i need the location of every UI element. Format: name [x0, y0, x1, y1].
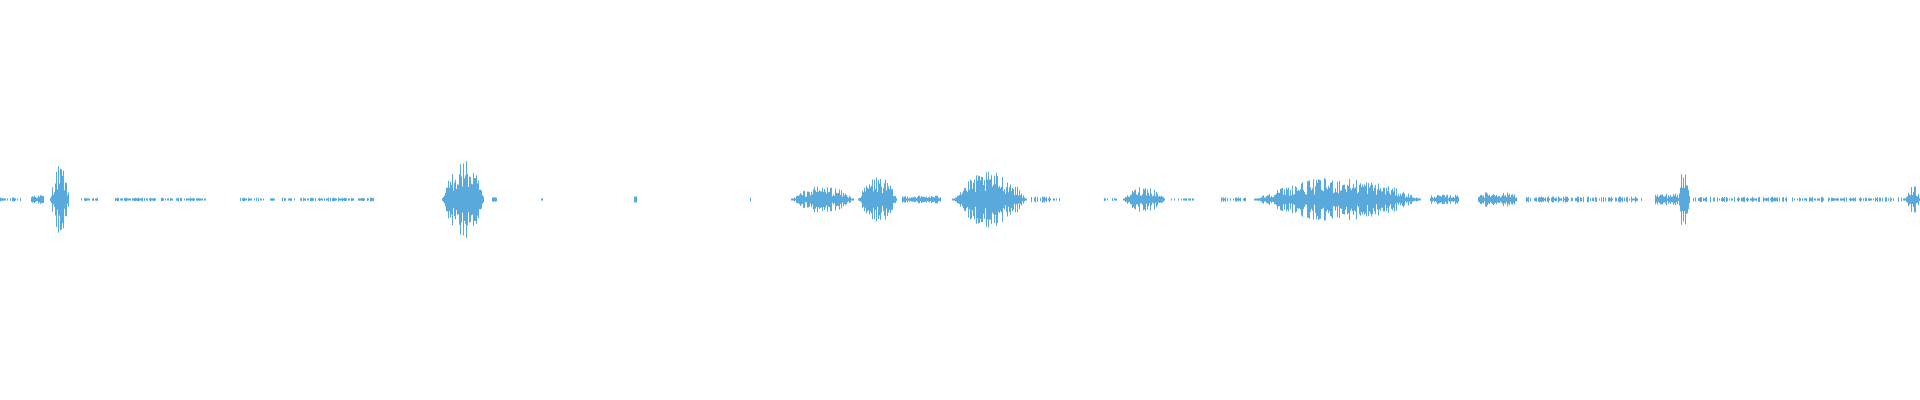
waveform-cluster: [1693, 196, 1824, 203]
waveform-cluster: [902, 195, 941, 204]
waveform-cluster: [952, 171, 1027, 228]
waveform-cluster: [1221, 197, 1246, 202]
waveform-cluster: [1905, 186, 1920, 213]
waveform-cluster: [442, 161, 484, 238]
waveform-cluster: [858, 177, 897, 222]
waveform-cluster: [240, 197, 374, 202]
waveform-cluster: [1123, 187, 1165, 212]
waveform-cluster: [1171, 198, 1194, 201]
waveform-cluster: [1031, 196, 1060, 203]
waveform-cluster: [541, 198, 543, 201]
waveform-cluster: [492, 197, 497, 202]
waveform-cluster: [634, 196, 637, 203]
waveform-cluster: [50, 166, 69, 233]
waveform-cluster: [115, 197, 206, 202]
waveform-cluster: [1828, 197, 1905, 202]
waveform-cluster: [1478, 192, 1517, 207]
waveform-bars: [0, 161, 1920, 238]
waveform-cluster: [31, 195, 44, 204]
waveform-cluster: [1526, 196, 1642, 203]
waveform-cluster: [0, 197, 21, 202]
waveform-cluster: [1655, 193, 1678, 206]
waveform-cluster: [1254, 178, 1421, 221]
waveform-cluster: [81, 197, 98, 202]
waveform-cluster: [791, 186, 854, 213]
waveform-cluster: [1430, 194, 1459, 205]
waveform-cluster: [1104, 198, 1117, 201]
waveform-cluster: [1678, 174, 1690, 225]
